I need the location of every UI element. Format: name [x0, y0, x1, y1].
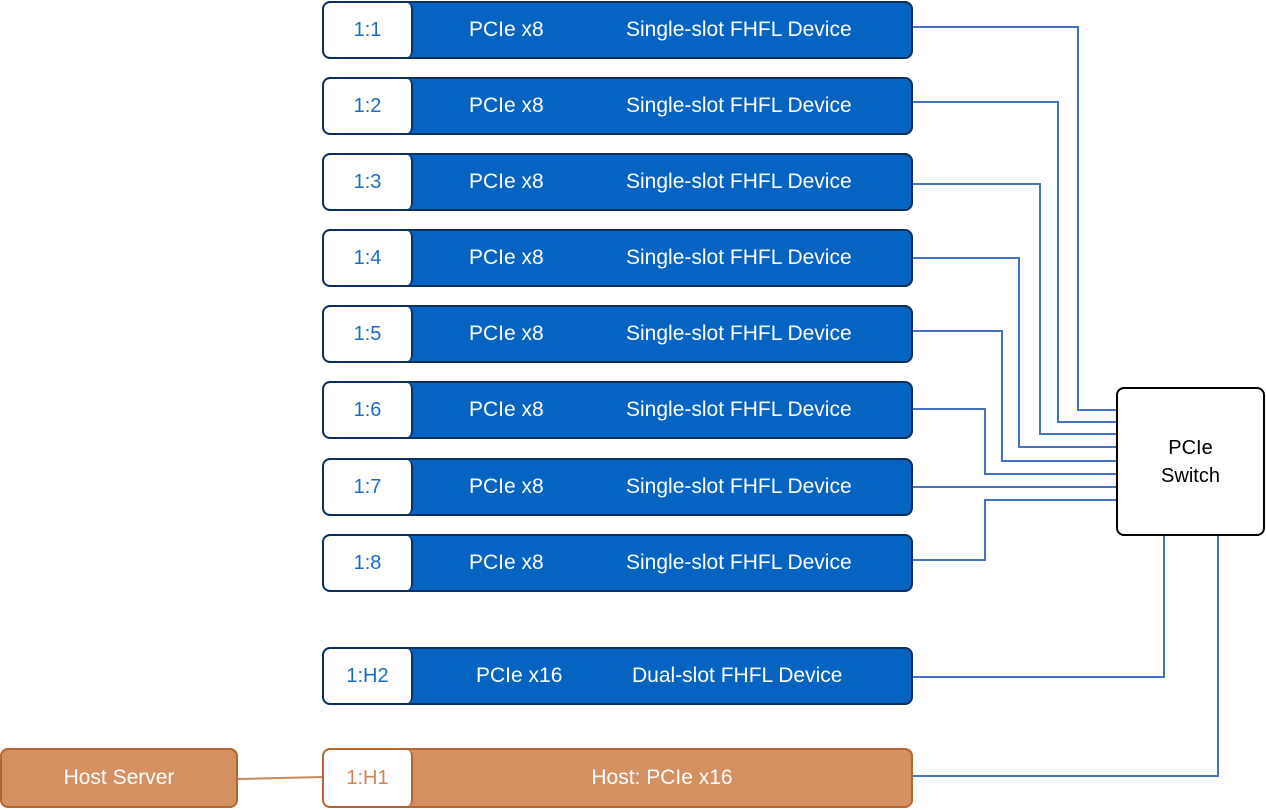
- slot-id: 1:3: [324, 155, 413, 209]
- slot-interface: PCIe x8: [469, 246, 544, 269]
- wire-slot-h2: [913, 536, 1165, 678]
- slot-device: Single-slot FHFL Device: [626, 246, 852, 269]
- slot-id: 1:7: [324, 460, 413, 514]
- pcie-slot-h2: 1:H2 PCIe x16 Dual-slot FHFL Device: [322, 647, 913, 705]
- slot-interface: PCIe x16: [476, 664, 563, 687]
- pcie-slot-2: 1:2 PCIe x8 Single-slot FHFL Device: [322, 77, 913, 135]
- slot-id: 1:1: [324, 3, 413, 57]
- wire-slot-5: [913, 330, 1116, 462]
- wire-slot-2: [913, 101, 1116, 423]
- pcie-slot-7: 1:7 PCIe x8 Single-slot FHFL Device: [322, 458, 913, 516]
- host-server-box: Host Server: [0, 748, 238, 808]
- slot-device: Single-slot FHFL Device: [626, 475, 852, 498]
- slot-interface: PCIe x8: [469, 18, 544, 41]
- wire-slot-6: [913, 408, 1116, 475]
- slot-device: Single-slot FHFL Device: [626, 94, 852, 117]
- slot-id: 1:H2: [324, 649, 413, 703]
- slot-interface: PCIe x8: [469, 551, 544, 574]
- pcie-switch: PCIe Switch: [1116, 387, 1265, 536]
- slot-interface: PCIe x8: [469, 322, 544, 345]
- slot-id: 1:6: [324, 383, 413, 437]
- pcie-slot-5: 1:5 PCIe x8 Single-slot FHFL Device: [322, 305, 913, 363]
- switch-label-line1: PCIe: [1168, 436, 1213, 459]
- slot-interface: PCIe x8: [469, 94, 544, 117]
- pcie-slot-6: 1:6 PCIe x8 Single-slot FHFL Device: [322, 381, 913, 439]
- wire-host-server: [237, 776, 323, 780]
- slot-id: 1:8: [324, 536, 413, 590]
- pcie-slot-1: 1:1 PCIe x8 Single-slot FHFL Device: [322, 1, 913, 59]
- host-interface: Host: PCIe x16: [591, 766, 733, 789]
- slot-id: 1:4: [324, 231, 413, 285]
- slot-device: Dual-slot FHFL Device: [632, 664, 843, 687]
- pcie-slot-3: 1:3 PCIe x8 Single-slot FHFL Device: [322, 153, 913, 211]
- switch-label-line2: Switch: [1161, 464, 1220, 487]
- pcie-slot-8: 1:8 PCIe x8 Single-slot FHFL Device: [322, 534, 913, 592]
- wire-slot-1: [913, 26, 1116, 411]
- slot-device: Single-slot FHFL Device: [626, 551, 852, 574]
- pcie-slot-h1: 1:H1 Host: PCIe x16: [322, 748, 913, 808]
- slot-interface: PCIe x8: [469, 170, 544, 193]
- pcie-slot-4: 1:4 PCIe x8 Single-slot FHFL Device: [322, 229, 913, 287]
- slot-device: Single-slot FHFL Device: [626, 170, 852, 193]
- slot-id: 1:2: [324, 79, 413, 133]
- wire-slot-h1: [913, 536, 1219, 777]
- slot-device: Single-slot FHFL Device: [626, 18, 852, 41]
- wire-slot-3: [913, 183, 1116, 435]
- slot-device: Single-slot FHFL Device: [626, 322, 852, 345]
- slot-device: Single-slot FHFL Device: [626, 398, 852, 421]
- wire-slot-8: [913, 499, 1116, 561]
- wire-slot-4: [913, 257, 1116, 448]
- slot-id: 1:5: [324, 307, 413, 361]
- slot-id: 1:H1: [324, 750, 413, 806]
- slot-interface: PCIe x8: [469, 398, 544, 421]
- slot-interface: PCIe x8: [469, 475, 544, 498]
